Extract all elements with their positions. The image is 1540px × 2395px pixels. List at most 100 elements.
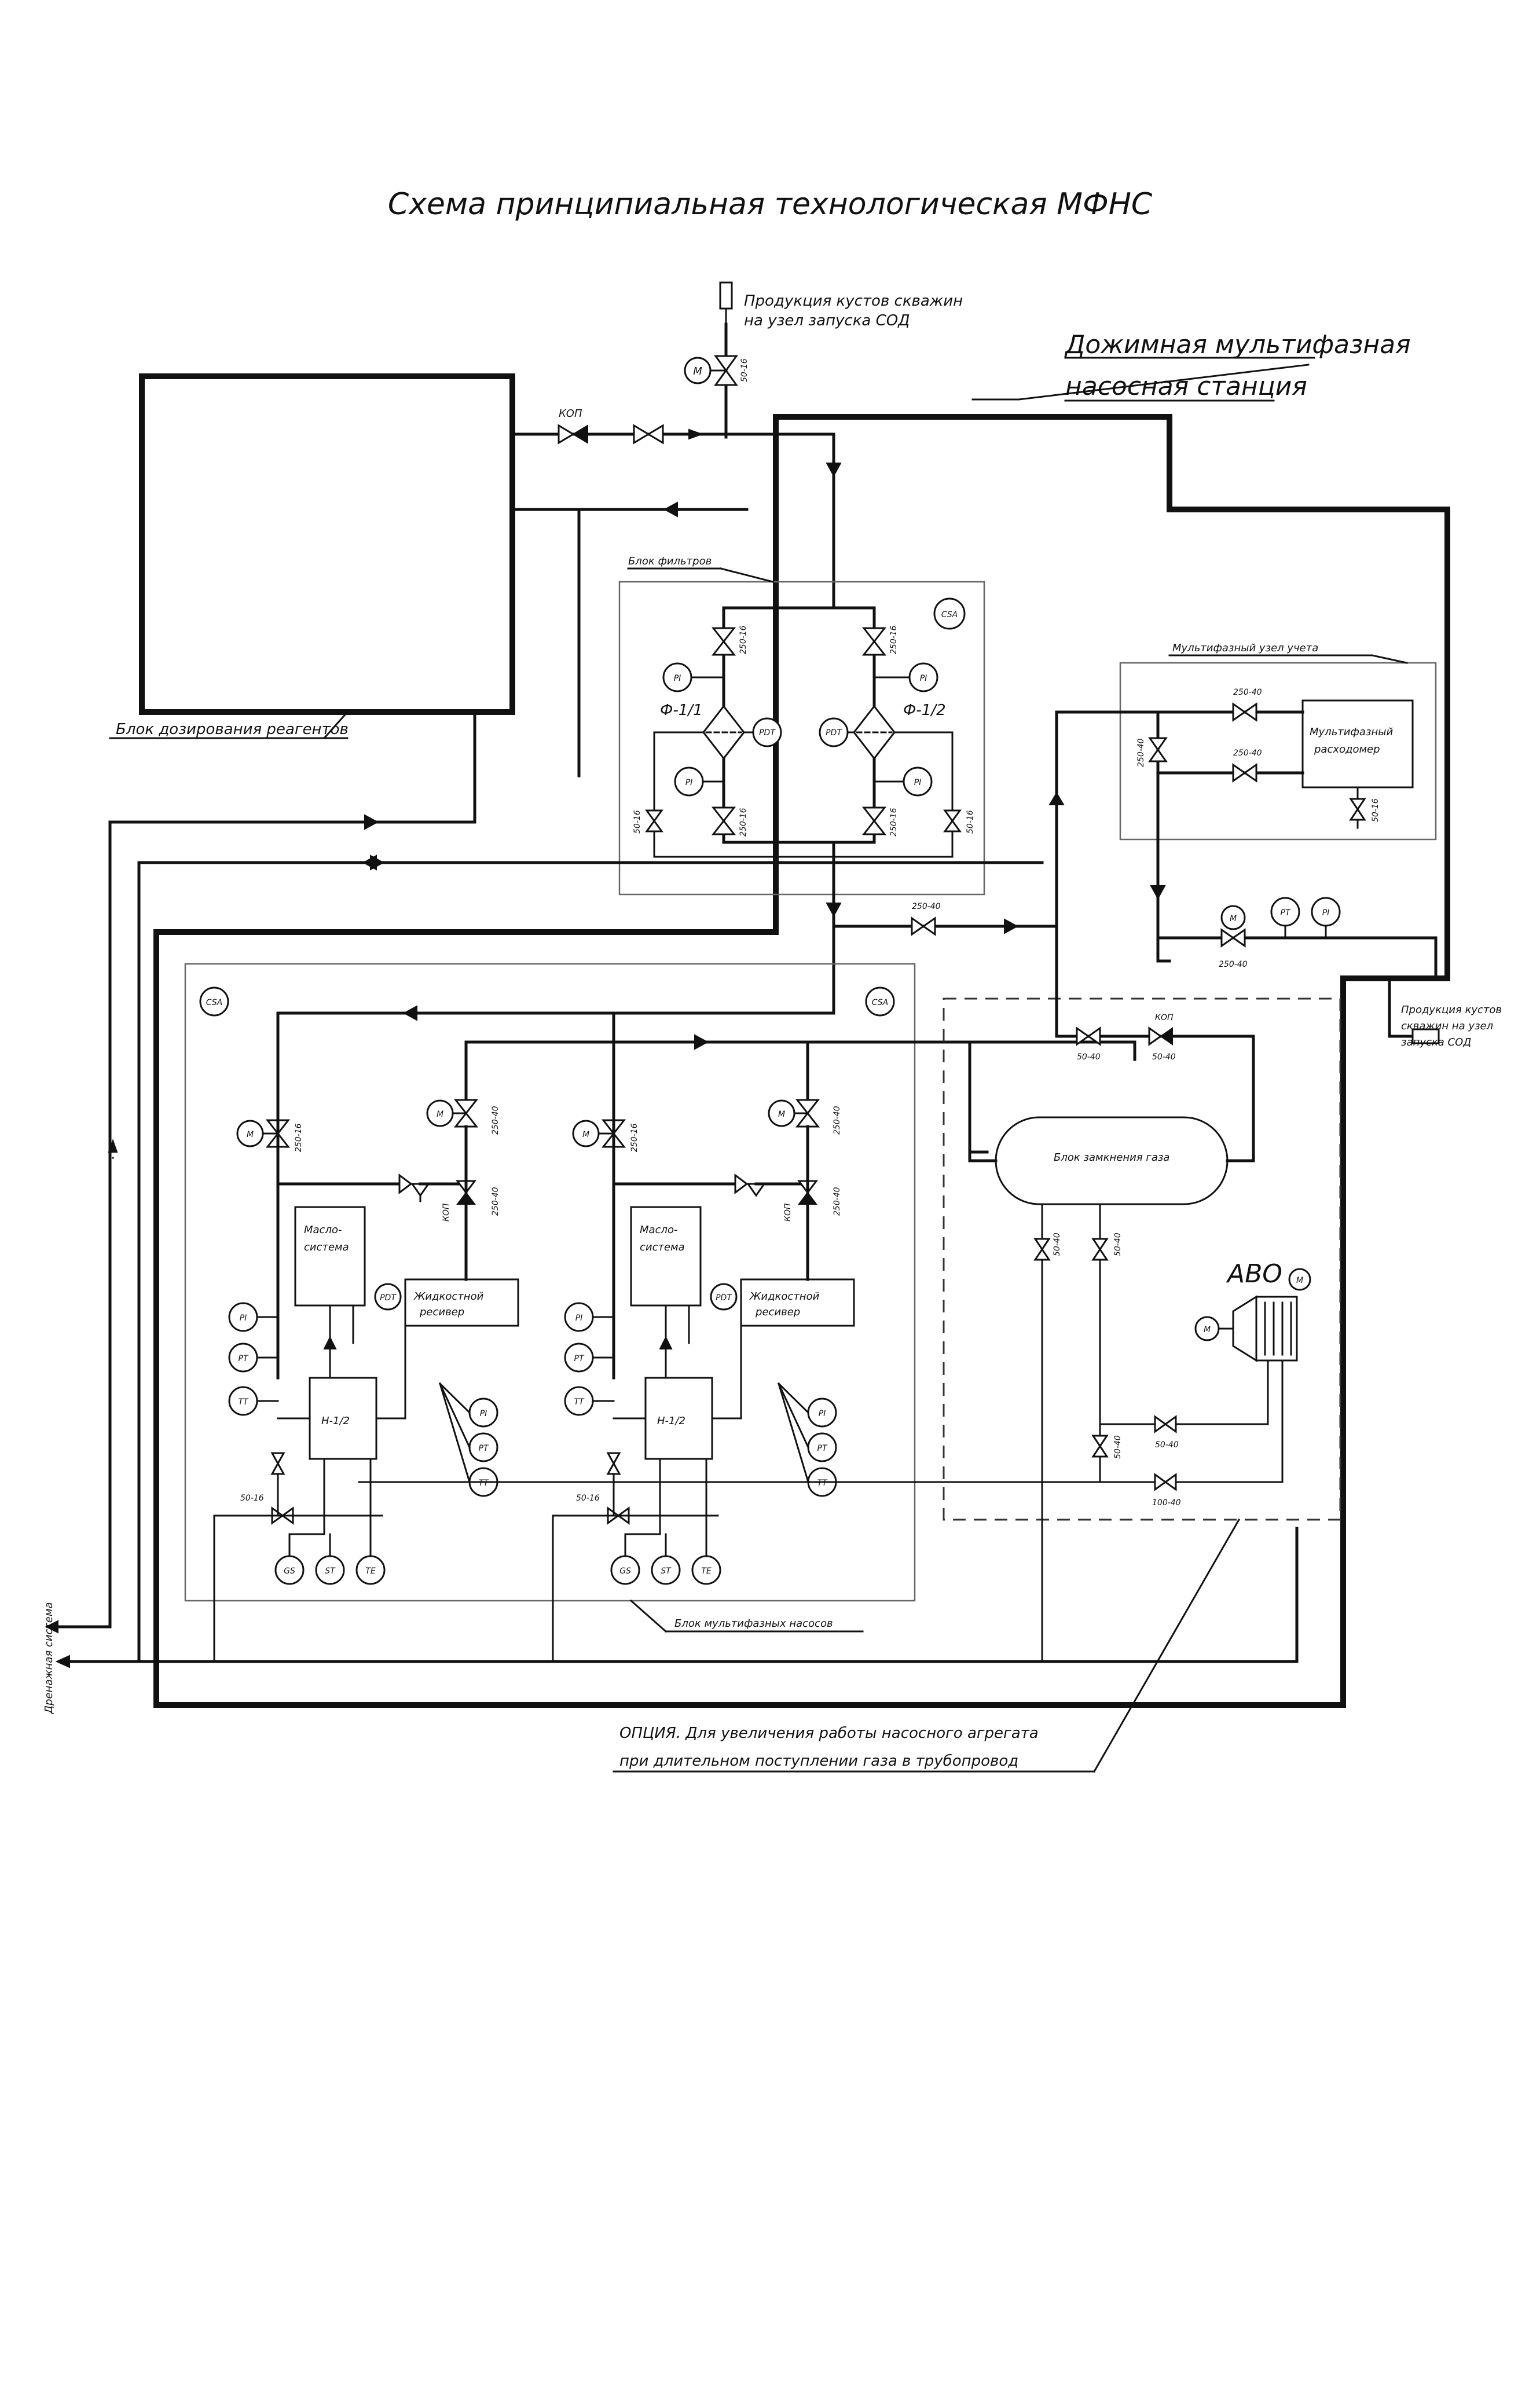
pump-1-discharge-size: 250-40	[491, 1106, 500, 1135]
filter-csa-badge	[933, 597, 966, 630]
avo-inlet-valve[interactable]	[1154, 1415, 1177, 1433]
meter-outlet-valve[interactable]	[1232, 763, 1257, 783]
gas-lock-kop-label: КОП	[1155, 1013, 1174, 1022]
filter-2-inlet-size: 250-16	[889, 625, 899, 654]
pump-1-gs-label: GS	[284, 1567, 295, 1576]
bypass-valve[interactable]	[911, 916, 936, 936]
pump-2-vent-valve[interactable]	[606, 1452, 621, 1475]
pump-1-oil-system	[294, 1206, 366, 1307]
pump-1-liquid-receiver	[404, 1278, 519, 1327]
pump-2-pt-discharge-label: PT	[817, 1444, 828, 1453]
inlet-valve-actuator	[684, 357, 712, 384]
pump-1-pi-label: PI	[240, 1314, 247, 1323]
avo-line-size: 50-40	[1113, 1435, 1123, 1459]
pump-1-csa-label: CSA	[206, 998, 223, 1007]
gas-lock-outlet-size: 50-40	[1113, 1233, 1123, 1256]
inlet-note-line-1: Продукция кустов скважин	[744, 292, 963, 310]
pump-1-relief-valve[interactable]	[398, 1173, 430, 1197]
meter-unit-label: Мультифазный узел учета	[1172, 642, 1318, 654]
pump-1-pt-label: PT	[239, 1354, 249, 1363]
filter-2-outlet-size: 250-16	[889, 808, 899, 837]
filter-2-pdt-label: PDT	[826, 728, 842, 738]
gas-lock-drain-valve[interactable]	[1033, 1238, 1051, 1261]
meter-drain-size: 50-16	[1371, 798, 1380, 822]
pump-1-vent-valve[interactable]	[270, 1452, 285, 1475]
filter-2-pi-out-label: PI	[914, 778, 922, 787]
pump-block	[184, 963, 916, 1602]
diagram-title: Схема принципиальная технологическая МФН…	[388, 187, 1153, 222]
meter-inlet-valve[interactable]	[1232, 702, 1257, 722]
pump-2-tt-discharge-label: TT	[817, 1479, 828, 1488]
filter-1-outlet-valve[interactable]	[711, 806, 736, 835]
pump-1-oil-line-2: система	[304, 1241, 349, 1253]
filter-1-drain-valve[interactable]	[645, 809, 663, 832]
pump-1-pdt-label: PDT	[380, 1293, 397, 1303]
pump-2-pdt-label: PDT	[716, 1293, 732, 1303]
gas-lock-inlet-valve[interactable]	[1076, 1026, 1101, 1046]
gas-lock-outlet-valve[interactable]	[1091, 1238, 1109, 1261]
pump-2-pdt	[710, 1283, 738, 1311]
option-note-line-1: ОПЦИЯ. Для увеличения работы насосного а…	[619, 1725, 1039, 1742]
inlet-valve[interactable]	[710, 355, 738, 386]
meter-unit-block	[1119, 662, 1437, 841]
outlet-note-line-3: запуска СОД	[1401, 1036, 1471, 1048]
meter-bypass-size: 250-40	[1136, 738, 1146, 767]
gas-lock-kop-valve[interactable]	[1148, 1026, 1173, 1046]
pump-2-suction-actuator	[572, 1120, 600, 1147]
pump-1-pt-discharge-label: PT	[479, 1444, 489, 1453]
avo-motor-label: М	[1204, 1325, 1211, 1334]
filter-2-drain-valve[interactable]	[943, 809, 962, 832]
pump-1-pi-discharge-label: PI	[480, 1409, 487, 1418]
filter-2-inlet-valve[interactable]	[861, 627, 887, 656]
outlet-actuator	[1220, 905, 1246, 930]
pump-1-suction-valve[interactable]	[262, 1119, 291, 1148]
outlet-note-line-2: скважин на узел	[1401, 1020, 1493, 1032]
meter-bypass-valve[interactable]	[1148, 737, 1168, 762]
pump-1-kop-label: КОП	[442, 1203, 451, 1222]
pump-2-kop-size: 250-40	[833, 1187, 842, 1216]
pump-2-drain-size: 50-16	[576, 1494, 600, 1503]
pump-2-gs-label: GS	[619, 1567, 631, 1576]
pump-1-drain-size: 50-16	[240, 1494, 264, 1503]
pump-1-oil-line-1: Масло-	[304, 1224, 342, 1236]
pump-1-discharge-valve[interactable]	[452, 1099, 479, 1128]
outlet-note-line-1: Продукция кустов	[1401, 1004, 1502, 1016]
pump-2-suction-size: 250-16	[630, 1123, 639, 1152]
pump-2-st-label: ST	[661, 1567, 672, 1576]
dosing-gate-valve[interactable]	[633, 424, 664, 445]
pump-1-tt-label: TT	[238, 1398, 249, 1407]
inlet-terminal	[719, 281, 733, 310]
pump-2-pt-label: PT	[574, 1354, 585, 1363]
pump-2-suction-valve[interactable]	[598, 1119, 626, 1148]
pump-2-discharge-actuator	[768, 1099, 795, 1127]
pump-2	[644, 1377, 713, 1460]
meter-drain-valve[interactable]	[1349, 798, 1366, 821]
outlet-pt-label: PT	[1281, 908, 1291, 918]
outlet-valve-size: 250-40	[1219, 960, 1248, 969]
gas-lock-block	[943, 997, 1341, 1521]
kop-label-dosing: КОП	[559, 408, 582, 420]
kop-check-valve-dosing[interactable]	[558, 424, 588, 445]
inlet-note-line-2: на узел запуска СОД	[744, 312, 910, 329]
pump-1-tag: Н-1/2	[321, 1415, 350, 1427]
gas-lock-inlet-size: 50-40	[1077, 1052, 1101, 1062]
pump-block-label: Блок мультифазных насосов	[674, 1618, 833, 1630]
meter-label-line-1: Мультифазный	[1310, 726, 1393, 738]
pump-1-receiver-line-1: Жидкостной	[413, 1290, 484, 1303]
filter-block	[618, 581, 985, 896]
outlet-valve[interactable]	[1220, 928, 1246, 948]
gas-lock-label: Блок замкнения газа	[1054, 1151, 1169, 1164]
avo-line-valve[interactable]	[1091, 1435, 1109, 1458]
filter-2-outlet-valve[interactable]	[861, 806, 887, 835]
station-label-line-2: насосная станция	[1065, 372, 1307, 401]
pump-1-discharge-actuator	[426, 1099, 454, 1127]
pump-2-discharge-valve[interactable]	[793, 1099, 820, 1128]
filter-1-pi-label: PI	[674, 674, 681, 683]
outlet-terminal	[1411, 1028, 1440, 1044]
avo-inlet-size: 50-40	[1155, 1440, 1179, 1450]
drainage-label: Дренажная система	[43, 1602, 55, 1714]
filter-1-inlet-size: 250-16	[739, 625, 748, 654]
filter-1-inlet-valve[interactable]	[711, 627, 736, 656]
avo-outlet-valve[interactable]	[1154, 1473, 1177, 1491]
pump-1-suction-size: 250-16	[294, 1123, 303, 1152]
